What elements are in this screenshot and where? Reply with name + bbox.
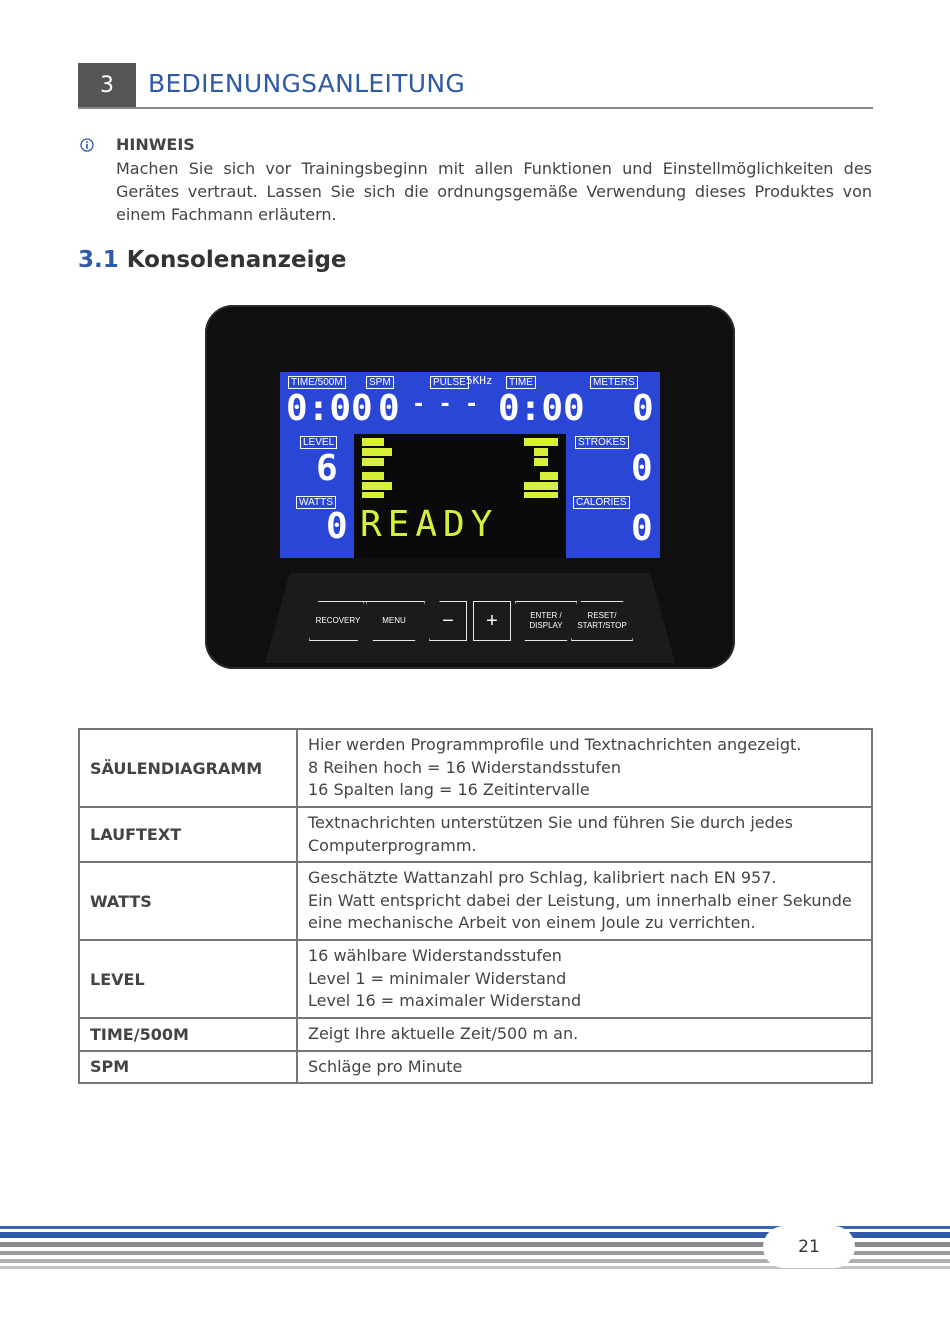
table-key: TIME/500M	[78, 1017, 298, 1052]
table-value: Textnachrichten unterstützen Sie und füh…	[296, 806, 873, 863]
table-value: Hier werden Programmprofile und Textnach…	[296, 728, 873, 808]
value-time: 0:00	[498, 388, 585, 429]
right-panel: STROKES 0 CALORIES 0	[567, 434, 660, 558]
table-row: LAUFTEXT Textnachrichten unterstützen Si…	[78, 806, 873, 863]
label-khz: 5KHz	[466, 374, 493, 387]
chapter-title: BEDIENUNGSANLEITUNG	[148, 69, 466, 98]
section-heading: 3.1 Konsolenanzeige	[78, 247, 347, 273]
footer-stripe	[0, 1226, 950, 1229]
table-key: SÄULENDIAGRAMM	[78, 728, 298, 808]
table-key: WATTS	[78, 861, 298, 941]
footer-stripe	[0, 1251, 950, 1255]
menu-button: MENU	[363, 601, 425, 641]
label-spm: SPM	[366, 376, 394, 389]
label-time: TIME	[506, 376, 536, 389]
value-level: 6	[316, 448, 338, 489]
section-title: Konsolenanzeige	[126, 247, 347, 273]
table-value: Schläge pro Minute	[296, 1049, 873, 1084]
footer-stripe	[0, 1259, 950, 1263]
value-calories: 0	[631, 508, 653, 549]
reset-start-stop-button: RESET/ START/STOP	[571, 601, 633, 641]
footer-stripe	[0, 1232, 950, 1238]
table-row: WATTS Geschätzte Wattanzahl pro Schlag, …	[78, 861, 873, 941]
chapter-header: 3 BEDIENUNGSANLEITUNG	[78, 63, 873, 109]
section-number: 3.1	[78, 247, 119, 273]
bar-chart-area: READY	[354, 434, 566, 558]
enter-display-button: ENTER / DISPLAY	[515, 601, 577, 641]
label-watts: WATTS	[296, 496, 336, 509]
table-row: SÄULENDIAGRAMM Hier werden Programmprofi…	[78, 728, 873, 808]
chapter-number: 3	[78, 63, 136, 107]
value-meters: 0	[632, 388, 654, 429]
table-row: SPM Schläge pro Minute	[78, 1049, 873, 1084]
footer-stripe	[0, 1266, 950, 1269]
lcd-screen: TIME/500M SPM PULSE 5KHz TIME METERS 0:0…	[280, 372, 660, 558]
footer-stripe	[0, 1242, 950, 1247]
table-key: LEVEL	[78, 939, 298, 1019]
hint-text: Machen Sie sich vor Trainingsbeginn mit …	[116, 159, 872, 224]
hint-title: HINWEIS	[116, 135, 195, 154]
recovery-button: RECOVERY	[309, 601, 367, 641]
plus-button: +	[473, 601, 511, 641]
label-strokes: STROKES	[575, 436, 629, 449]
label-level: LEVEL	[300, 436, 338, 449]
table-value: Zeigt Ihre aktuelle Zeit/500 m an.	[296, 1017, 873, 1052]
label-pulse: PULSE	[430, 376, 469, 389]
label-time500m: TIME/500M	[288, 376, 346, 389]
value-watts: 0	[326, 506, 348, 547]
table-key: SPM	[78, 1049, 298, 1084]
value-time500m: 0:00	[286, 388, 373, 429]
page-number: 21	[763, 1226, 855, 1268]
table-value: Geschätzte Wattanzahl pro Schlag, kalibr…	[296, 861, 873, 941]
label-calories: CALORIES	[573, 496, 630, 509]
value-strokes: 0	[631, 448, 653, 489]
table-row: TIME/500M Zeigt Ihre aktuelle Zeit/500 m…	[78, 1017, 873, 1052]
console-display-image: TIME/500M SPM PULSE 5KHz TIME METERS 0:0…	[205, 305, 735, 669]
table-value: 16 wählbare Widerstandsstufen Level 1 = …	[296, 939, 873, 1019]
label-meters: METERS	[590, 376, 638, 389]
button-panel	[265, 573, 675, 663]
value-spm: 0	[378, 388, 400, 429]
display-function-table: SÄULENDIAGRAMM Hier werden Programmprofi…	[78, 728, 873, 1084]
value-pulse: - - -	[412, 392, 479, 417]
info-icon	[80, 138, 94, 152]
table-key: LAUFTEXT	[78, 806, 298, 863]
table-row: LEVEL 16 wählbare Widerstandsstufen Leve…	[78, 939, 873, 1019]
scroll-text: READY	[360, 504, 499, 545]
